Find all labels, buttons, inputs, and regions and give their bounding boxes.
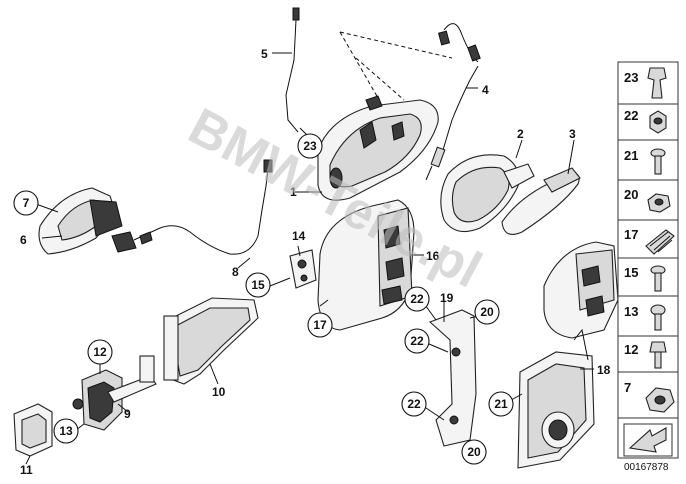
legend-item-17: 17 [624, 227, 675, 255]
svg-text:23: 23 [303, 139, 317, 153]
circled-callout-21: 21 [488, 391, 514, 417]
part-19-bracket-plate [428, 309, 477, 447]
legend-item-21: 21 [624, 148, 666, 175]
svg-text:21: 21 [624, 148, 638, 163]
svg-text:15: 15 [624, 265, 638, 280]
circled-callout-20-a: 20 [474, 299, 500, 325]
svg-text:20: 20 [480, 305, 494, 319]
part-3-outer-handle [501, 167, 581, 235]
callout-10: 10 [212, 385, 226, 399]
legend-item-13: 13 [624, 304, 666, 331]
svg-text:20: 20 [624, 187, 638, 202]
callout-2: 2 [517, 127, 524, 141]
circled-callout-15: 15 [245, 272, 271, 298]
circled-callout-12: 12 [87, 339, 113, 365]
svg-text:12: 12 [624, 342, 638, 357]
part-1-inner-handle-carrier [317, 95, 439, 201]
circled-callout-22-c: 22 [401, 391, 427, 417]
callout-18: 18 [597, 363, 611, 377]
circled-callout-13: 13 [53, 418, 79, 444]
callout-1: 1 [290, 185, 297, 199]
legend-item-20: 20 [624, 187, 671, 213]
callout-19: 19 [440, 291, 454, 305]
legend-item-7: 7 [624, 380, 675, 413]
svg-text:12: 12 [93, 345, 107, 359]
callout-14: 14 [292, 229, 306, 243]
callout-8: 8 [232, 265, 239, 279]
circled-callout-7: 7 [13, 190, 39, 216]
part-5-rod [285, 7, 300, 133]
callout-9: 9 [124, 407, 131, 421]
svg-text:15: 15 [251, 278, 265, 292]
legend-panel: 23 22 21 20 17 15 [617, 61, 679, 459]
direction-arrow-icon [623, 423, 673, 457]
callout-3: 3 [569, 127, 576, 141]
part-6-lock-cover [38, 187, 137, 255]
part-10-cover [163, 297, 259, 385]
legend-item-22: 22 [624, 108, 667, 134]
circled-callout-22-b: 22 [404, 328, 430, 354]
svg-text:21: 21 [494, 397, 508, 411]
svg-text:22: 22 [407, 397, 421, 411]
image-number: 00167878 [624, 462, 669, 473]
part-16-lock-module [317, 199, 415, 331]
callout-16: 16 [426, 249, 440, 263]
leader-lines [25, 52, 594, 465]
part-8-cable [133, 159, 273, 255]
callout-4: 4 [482, 83, 489, 97]
part-14-bracket [289, 249, 317, 289]
circled-callout-23: 23 [297, 133, 323, 159]
callout-11: 11 [20, 463, 33, 477]
callout-5: 5 [261, 47, 268, 61]
circled-callout-17: 17 [307, 312, 333, 338]
circled-callout-20-b: 20 [461, 439, 487, 465]
svg-text:17: 17 [624, 227, 638, 242]
part-2-handle-gasket [440, 154, 535, 233]
svg-text:22: 22 [624, 108, 638, 123]
svg-text:7: 7 [23, 196, 30, 210]
part-18-actuator [517, 241, 619, 469]
part-11-seal [13, 403, 53, 457]
part-9-door-check [72, 355, 157, 431]
part-4-cable [425, 23, 481, 181]
circled-callout-22-a: 22 [404, 286, 430, 312]
legend-item-23: 23 [624, 67, 667, 99]
legend-item-15: 15 [624, 265, 666, 292]
svg-text:22: 22 [410, 292, 424, 306]
svg-text:17: 17 [313, 318, 327, 332]
callout-6: 6 [20, 233, 27, 247]
svg-text:13: 13 [624, 304, 638, 319]
svg-text:7: 7 [624, 380, 631, 395]
svg-text:22: 22 [410, 334, 424, 348]
svg-text:13: 13 [59, 424, 73, 438]
legend-item-12: 12 [624, 341, 667, 369]
svg-text:20: 20 [467, 445, 481, 459]
svg-text:23: 23 [624, 70, 638, 85]
